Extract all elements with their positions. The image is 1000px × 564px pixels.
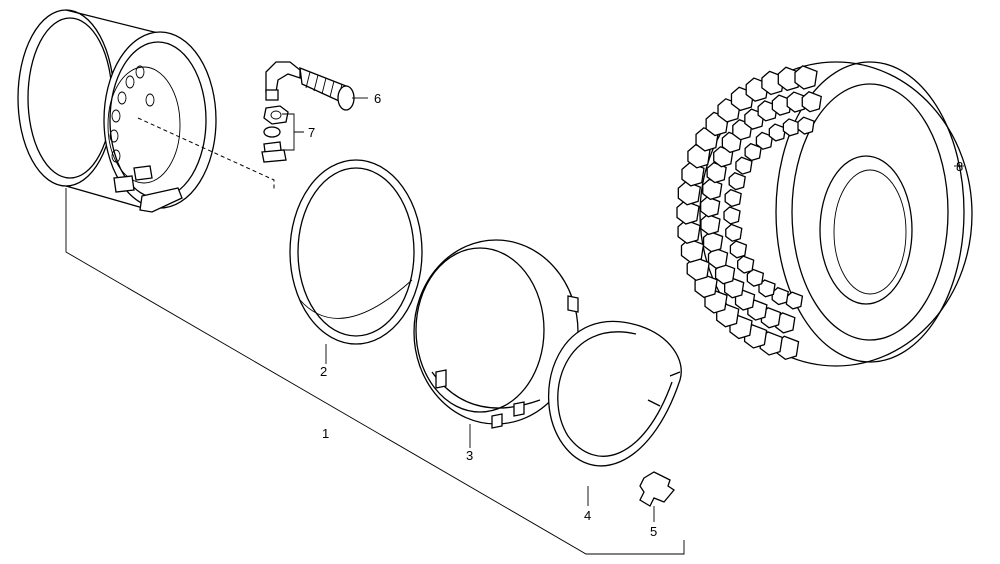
tyre[interactable] xyxy=(676,61,973,367)
tread-block xyxy=(702,178,723,201)
tread-block xyxy=(702,230,724,253)
wheel-rim[interactable] xyxy=(17,9,275,213)
tread-block xyxy=(782,118,801,137)
label-part-8: 8 xyxy=(956,159,963,174)
tread-block xyxy=(785,291,804,310)
label-part-6: 6 xyxy=(374,91,381,106)
tread-block xyxy=(724,188,742,208)
tread-block xyxy=(758,279,776,298)
tread-block xyxy=(728,172,746,191)
label-part-5: 5 xyxy=(650,524,657,539)
label-part-7: 7 xyxy=(308,125,315,140)
tread-block xyxy=(700,213,721,236)
tread-block xyxy=(797,116,815,135)
leader-lines xyxy=(65,97,964,555)
tread-block xyxy=(737,255,755,274)
key-block[interactable] xyxy=(639,471,675,507)
tread-block xyxy=(775,312,796,334)
tread-block xyxy=(771,286,789,306)
rim-lock-tab xyxy=(113,165,183,213)
tread-block xyxy=(713,146,734,168)
tread-block xyxy=(729,240,748,259)
tread-block xyxy=(801,91,822,113)
valve-nut-set[interactable] xyxy=(261,105,289,163)
tread-block xyxy=(735,156,753,175)
tread-block xyxy=(768,123,787,142)
seat-ring[interactable] xyxy=(289,159,423,345)
label-part-4: 4 xyxy=(584,508,591,523)
label-part-3: 3 xyxy=(466,448,473,463)
tread-block xyxy=(680,238,705,263)
tread-block xyxy=(744,142,762,162)
rim-bolt-holes xyxy=(109,65,155,163)
valve-stem[interactable] xyxy=(265,61,355,111)
tyre-tread xyxy=(676,65,822,361)
tread-block xyxy=(794,65,818,90)
flange-ring[interactable] xyxy=(413,239,579,429)
tread-block xyxy=(746,268,765,287)
tread-block xyxy=(786,91,807,113)
tread-block xyxy=(725,223,743,242)
tread-block xyxy=(755,131,774,150)
tread-block xyxy=(723,206,741,225)
label-part-2: 2 xyxy=(320,364,327,379)
lock-ring[interactable] xyxy=(547,320,682,467)
valve-thread xyxy=(305,71,343,101)
label-part-1: 1 xyxy=(322,426,329,441)
tread-block xyxy=(706,161,727,184)
